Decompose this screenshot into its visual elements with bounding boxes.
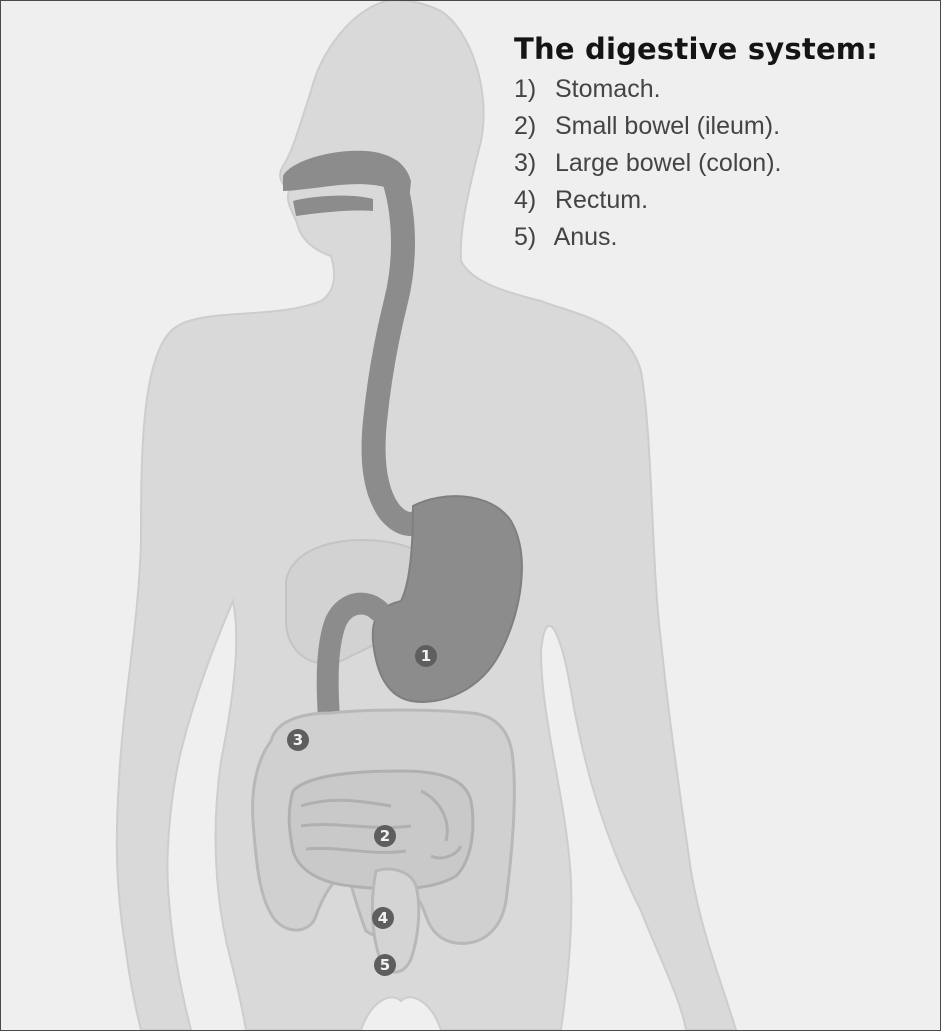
legend-item-number: 3) xyxy=(514,145,548,182)
legend-item-label: Small bowel (ileum). xyxy=(555,112,780,140)
legend-item-number: 2) xyxy=(514,108,548,145)
marker-label: 5 xyxy=(380,956,390,974)
legend: The digestive system: 1) Stomach. 2) Sma… xyxy=(514,31,934,256)
legend-item-stomach: 1) Stomach. xyxy=(514,71,934,108)
marker-3: 3 xyxy=(287,729,309,751)
marker-label: 2 xyxy=(380,827,390,845)
legend-item-number: 1) xyxy=(514,71,548,108)
marker-label: 4 xyxy=(378,909,388,927)
legend-item-label: Rectum. xyxy=(555,186,648,214)
legend-list: 1) Stomach. 2) Small bowel (ileum). 3) L… xyxy=(514,71,934,256)
marker-label: 1 xyxy=(421,647,431,665)
legend-item-label: Large bowel (colon). xyxy=(555,149,782,177)
legend-item-rectum: 4) Rectum. xyxy=(514,182,934,219)
legend-item-number: 4) xyxy=(514,182,548,219)
marker-2: 2 xyxy=(374,825,396,847)
marker-1: 1 xyxy=(415,645,437,667)
legend-item-label: Anus. xyxy=(554,223,618,251)
legend-title: The digestive system: xyxy=(514,31,934,67)
marker-4: 4 xyxy=(372,907,394,929)
legend-item-small-bowel: 2) Small bowel (ileum). xyxy=(514,108,934,145)
legend-item-number: 5) xyxy=(514,219,548,256)
legend-item-label: Stomach. xyxy=(555,75,661,103)
legend-item-large-bowel: 3) Large bowel (colon). xyxy=(514,145,934,182)
marker-5: 5 xyxy=(374,954,396,976)
legend-item-anus: 5) Anus. xyxy=(514,219,934,256)
marker-label: 3 xyxy=(293,731,303,749)
